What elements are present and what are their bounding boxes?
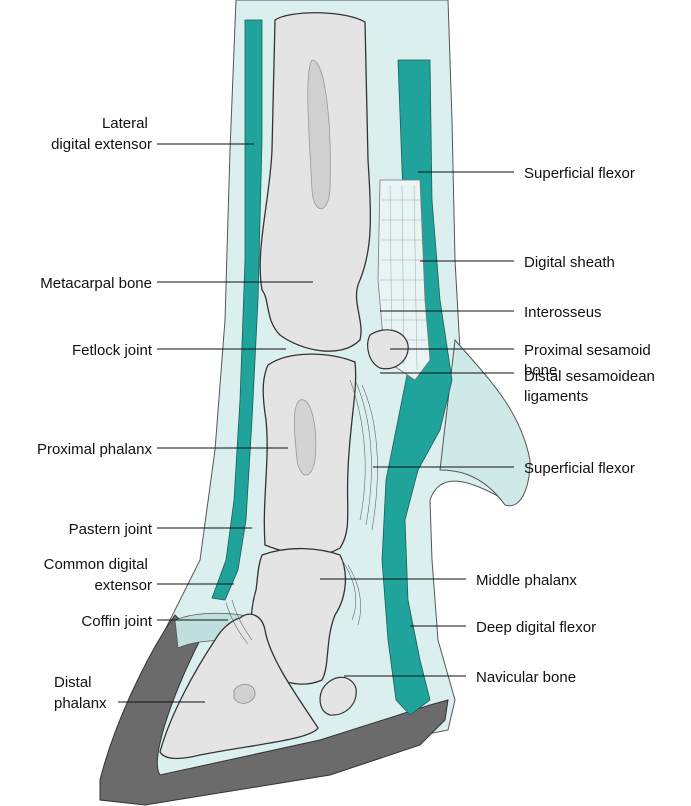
label-digital-sheath: Digital sheath xyxy=(524,254,615,271)
label-proximal-phalanx: Proximal phalanx xyxy=(37,441,153,458)
label-middle-phalanx: Middle phalanx xyxy=(476,572,577,589)
label-distal-sesamoidean-ligaments: Distal sesamoidean ligaments xyxy=(524,368,659,405)
label-lateral-digital-extensor: Lateral digital extensor xyxy=(51,115,152,153)
label-deep-digital-flexor: Deep digital flexor xyxy=(476,619,596,636)
distal-phalanx-canal xyxy=(234,684,255,703)
label-coffin-joint: Coffin joint xyxy=(81,613,152,630)
label-common-digital-extensor: Common digital extensor xyxy=(44,556,152,594)
label-interosseus: Interosseus xyxy=(524,304,602,321)
label-distal-phalanx: Distal phalanx xyxy=(54,674,107,712)
label-superficial-flexor-lower: Superficial flexor xyxy=(524,460,635,477)
left-labels: Lateral digital extensor Metacarpal bone… xyxy=(37,115,153,712)
limb-illustration xyxy=(100,0,530,805)
label-navicular-bone: Navicular bone xyxy=(476,669,576,686)
label-superficial-flexor-top: Superficial flexor xyxy=(524,165,635,182)
label-metacarpal-bone: Metacarpal bone xyxy=(40,275,152,292)
label-pastern-joint: Pastern joint xyxy=(69,521,153,538)
label-fetlock-joint: Fetlock joint xyxy=(72,342,153,359)
